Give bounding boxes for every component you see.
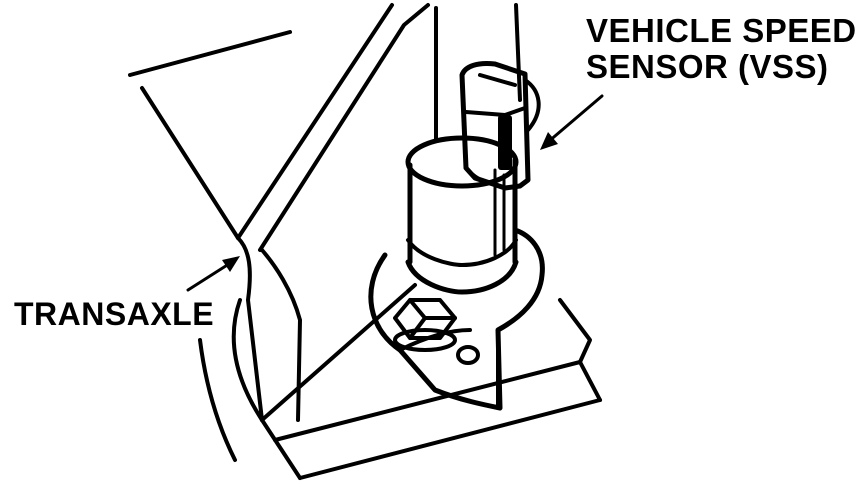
housing-web-inner — [258, 3, 430, 252]
housing-curve-bottom — [231, 298, 264, 422]
housing-web-upper — [236, 3, 394, 240]
vss-label: VEHICLE SPEED SENSOR (VSS) — [586, 14, 857, 86]
housing-wall-inner — [260, 248, 302, 422]
housing-top-edge — [128, 30, 292, 77]
housing-floor-diag — [260, 283, 417, 422]
leader-arrow-transaxle — [186, 256, 240, 292]
housing-wall-left — [236, 236, 264, 422]
housing-floor-top — [273, 360, 602, 442]
transaxle-housing — [128, 3, 602, 480]
vss-label-line1: VEHICLE SPEED — [586, 12, 857, 49]
housing-post-right — [514, 3, 522, 102]
housing-slant-edge — [140, 86, 240, 240]
housing-floor-edge — [298, 398, 602, 480]
transaxle-label: TRANSAXLE — [14, 296, 215, 332]
vss-label-line2: SENSOR (VSS) — [586, 48, 829, 85]
housing-floor-corner — [558, 298, 592, 364]
housing-outer-curve — [198, 338, 237, 462]
vss-connector — [459, 61, 541, 191]
mounting-bolt — [393, 298, 457, 352]
housing-floor-front — [260, 418, 302, 480]
leader-arrow-vss — [540, 94, 604, 150]
